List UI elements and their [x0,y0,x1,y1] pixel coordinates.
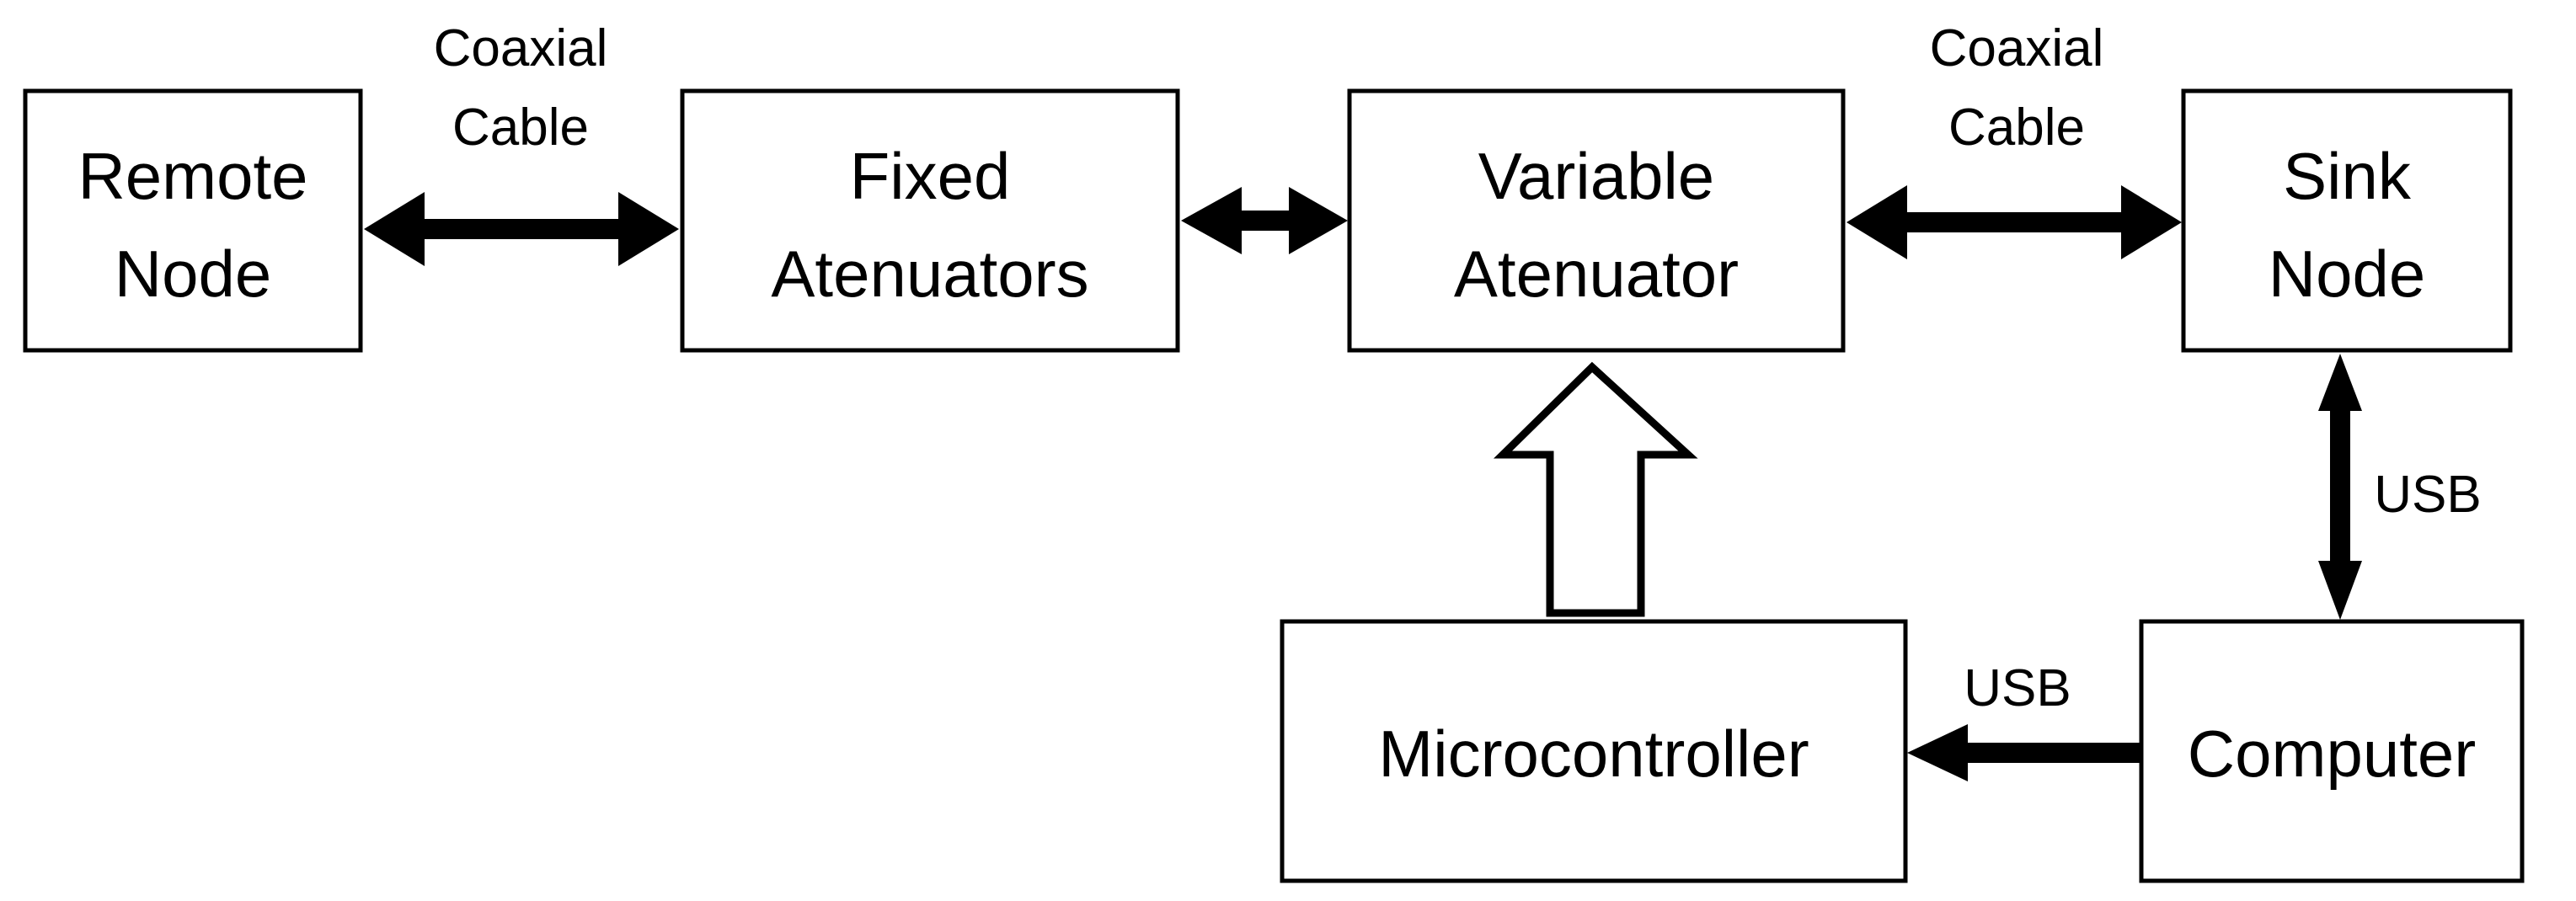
remote-fixed-edge-label-line1: Coaxial [434,19,608,77]
variable-sink-edge-label-line2: Cable [1948,99,2085,157]
remote-fixed-double-arrow [364,192,679,266]
sink-node-label-line2: Node [2269,237,2425,311]
variable-sink-double-arrow [1846,185,2182,259]
sink-node-box: Sink Node [2181,88,2513,353]
fixed-attenuators-label-line1: Fixed [850,139,1011,213]
variable-attenuator-label-line2: Atenuator [1454,237,1739,311]
remote-node-label-line1: Remote [77,139,307,213]
fixed-attenuators-label-line2: Atenuators [771,237,1088,311]
sink-node-label-line1: Sink [2283,139,2412,213]
variable-attenuator-box: Variable Atenuator [1347,88,1846,353]
computer-microcontroller-arrow [1907,724,2141,781]
variable-attenuator-label-line1: Variable [1478,139,1714,213]
microcontroller-box: Microcontroller [1280,619,1908,883]
computer-microcontroller-edge-label: USB [1964,659,2071,717]
computer-box: Computer [2139,619,2525,883]
microcontroller-label: Microcontroller [1378,717,1809,791]
fixed-attenuators-box: Fixed Atenuators [680,88,1180,353]
fixed-variable-double-arrow [1181,187,1348,254]
remote-node-box: Remote Node [23,88,363,353]
sink-computer-double-arrow [2318,354,2362,620]
variable-sink-edge-label-line1: Coaxial [1930,19,2104,77]
microcontroller-variable-hollow-arrow [1493,361,1698,617]
remote-fixed-edge-label-line2: Cable [452,99,589,157]
remote-node-label-line2: Node [115,237,271,311]
computer-label: Computer [2188,717,2476,791]
sink-computer-edge-label: USB [2374,466,2481,524]
